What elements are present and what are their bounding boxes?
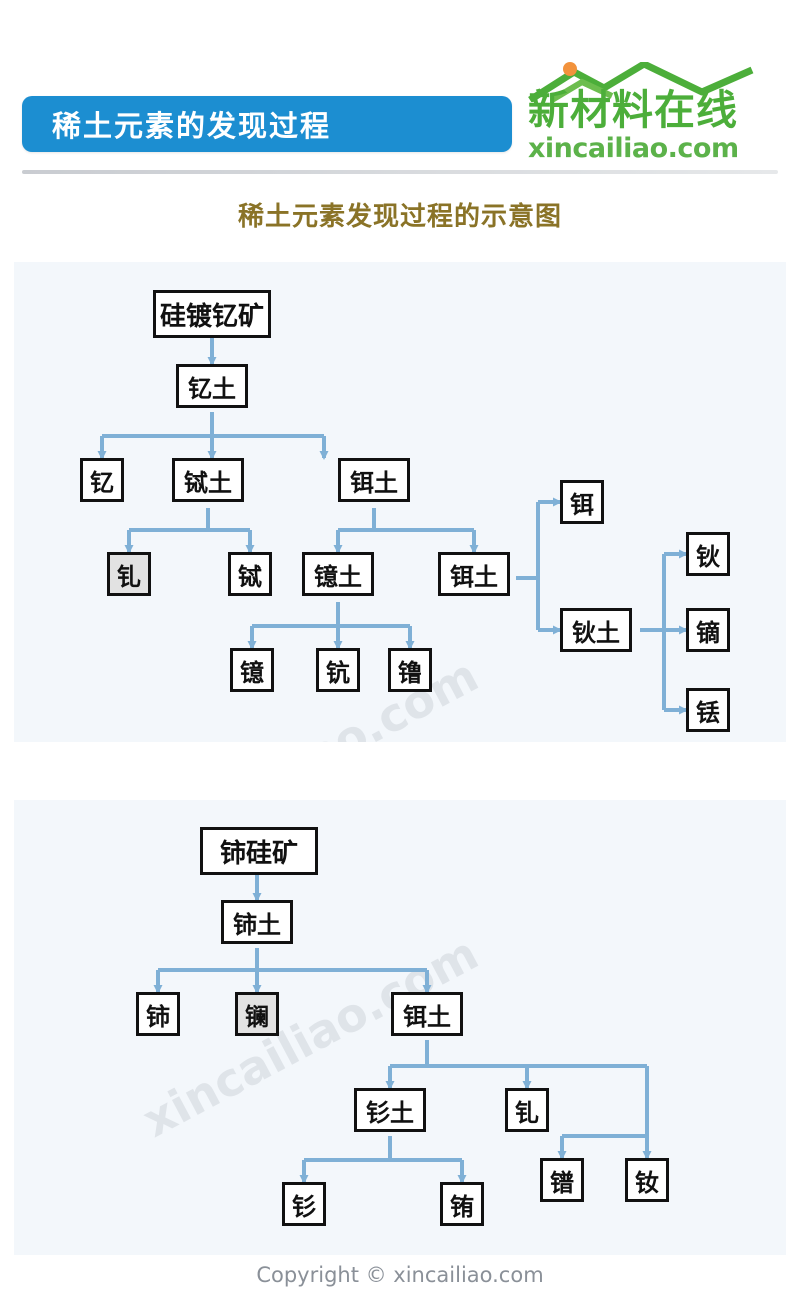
node-yttria[interactable]: 钇土 [176, 364, 248, 408]
node-scandium[interactable]: 钪 [316, 648, 360, 692]
node-neodymium[interactable]: 钕 [625, 1158, 669, 1202]
node-erbia-2[interactable]: 铒土 [438, 552, 510, 596]
diagram-yttrium-branch: xincailiao.com [14, 262, 786, 742]
node-lanthanum[interactable]: 镧 [235, 992, 279, 1036]
title-banner [22, 96, 512, 152]
node-samarium[interactable]: 钐 [282, 1182, 326, 1226]
node-samaria[interactable]: 钐土 [354, 1088, 426, 1132]
site-logo: 新材料在线 xincailiao.com [516, 62, 766, 167]
node-gadolinium-2[interactable]: 钆 [505, 1088, 549, 1132]
page-header: 稀土元素的发现过程 新材料在线 xincailiao.com [0, 0, 800, 186]
banner-title: 稀土元素的发现过程 [52, 109, 332, 143]
diagram-1-connectors [97, 338, 688, 715]
node-gadolinium[interactable]: 钆 [107, 552, 151, 596]
header-divider [22, 170, 778, 174]
copyright-footer: Copyright © xincailiao.com [256, 1263, 544, 1287]
node-yttrium[interactable]: 钇 [80, 458, 124, 502]
node-terbia[interactable]: 铽土 [172, 458, 244, 502]
node-silicate-yttrium-ore[interactable]: 硅镀钇矿 [153, 290, 271, 338]
node-erbia-cerium-branch[interactable]: 铒土 [391, 992, 463, 1036]
node-holmia[interactable]: 钬土 [560, 608, 632, 652]
diagram-cerium-branch: xincailiao.com 铈硅矿 铈土 [14, 800, 786, 1255]
node-europium[interactable]: 铕 [440, 1182, 484, 1226]
node-cerite-ore[interactable]: 铈硅矿 [200, 827, 318, 875]
logo-name: 新材料在线 [528, 86, 738, 134]
node-cerium[interactable]: 铈 [136, 992, 180, 1036]
logo-domain: xincailiao.com [528, 133, 739, 164]
node-lutetium[interactable]: 镥 [388, 648, 432, 692]
node-ceria[interactable]: 铈土 [221, 900, 293, 944]
node-praseodymium[interactable]: 镨 [540, 1158, 584, 1202]
node-erbia[interactable]: 铒土 [338, 458, 410, 502]
section-title: 稀土元素发现过程的示意图 [237, 202, 562, 232]
diagram-2-connectors [153, 875, 652, 1184]
node-thulium[interactable]: 铥 [686, 688, 730, 732]
node-dysprosium[interactable]: 镝 [686, 608, 730, 652]
node-terbium[interactable]: 铽 [228, 552, 272, 596]
logo-mountain-icon [528, 62, 754, 102]
node-ytterbium[interactable]: 镱 [230, 648, 274, 692]
node-ytterbia[interactable]: 镱土 [302, 552, 374, 596]
node-erbium[interactable]: 铒 [560, 480, 604, 524]
node-holmium[interactable]: 钬 [686, 532, 730, 576]
